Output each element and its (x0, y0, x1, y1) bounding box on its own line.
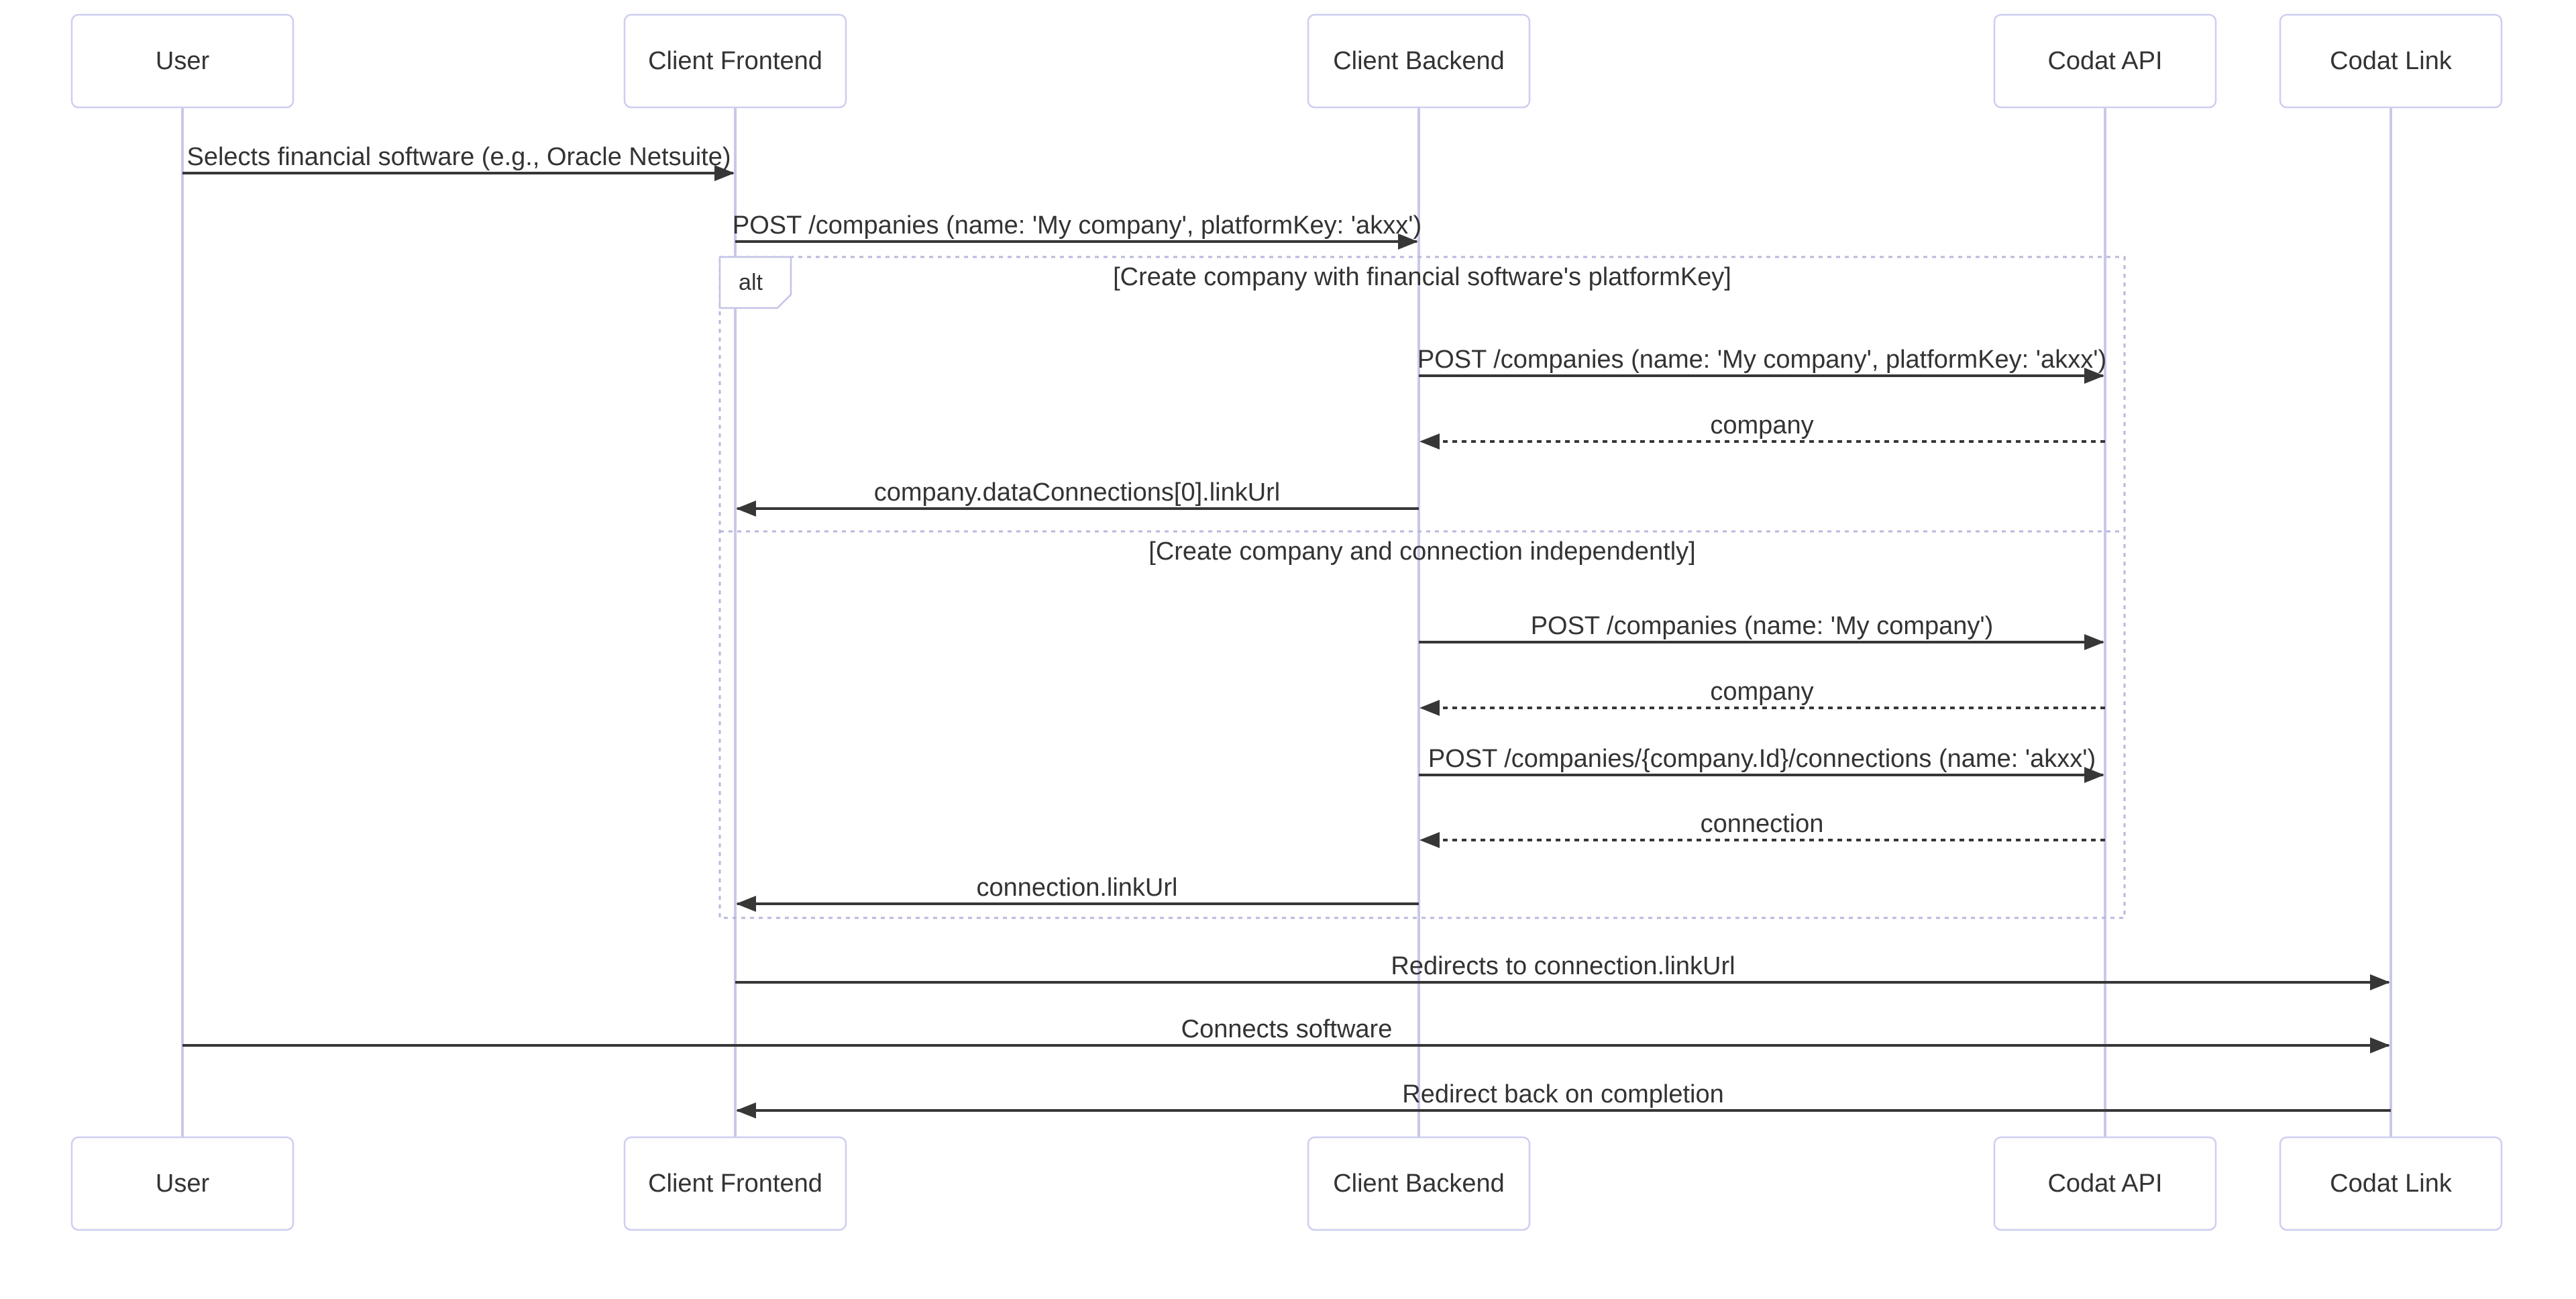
participant-client-backend-top-label: Client Backend (1333, 47, 1505, 75)
participant-client-frontend-bottom-box (623, 1136, 847, 1231)
message-10-label: connection.linkUrl (977, 874, 1178, 902)
message-6-label: POST /companies (name: 'My company') (1531, 612, 1994, 640)
participant-codat-api-bottom-box (1993, 1136, 2217, 1231)
message-11-label: Redirects to connection.linkUrl (1391, 952, 1735, 980)
message-5-label: company.dataConnections[0].linkUrl (874, 478, 1281, 507)
participant-user-bottom-box (70, 1136, 294, 1231)
alt-condition-2: [Create company and connection independe… (1148, 537, 1695, 566)
participant-codat-link-top-box (2279, 13, 2503, 109)
participant-codat-api-top-box (1993, 13, 2217, 109)
message-7-label: company (1710, 678, 1813, 706)
alt-label: alt (739, 270, 763, 295)
message-1-label: Selects financial software (e.g., Oracle… (186, 143, 731, 171)
message-9-label: connection (1701, 810, 1824, 838)
participant-client-backend-bottom-label: Client Backend (1333, 1170, 1505, 1198)
alt-frame (718, 256, 2126, 919)
message-4-label: company (1710, 411, 1813, 439)
participant-codat-link-bottom-box (2279, 1136, 2503, 1231)
participant-codat-api-bottom-label: Codat API (2047, 1170, 2162, 1198)
participant-user-top-label: User (156, 47, 210, 75)
participant-user-top-box (70, 13, 294, 109)
message-13-label: Redirect back on completion (1402, 1080, 1723, 1108)
participant-client-frontend-top-box (623, 13, 847, 109)
message-8-label: POST /companies/{company.Id}/connections… (1428, 745, 2096, 773)
participant-codat-link-bottom-label: Codat Link (2330, 1170, 2453, 1198)
participant-client-backend-top-box (1307, 13, 1531, 109)
participant-client-frontend-bottom-label: Client Frontend (648, 1170, 822, 1198)
participant-codat-link-top-label: Codat Link (2330, 47, 2453, 75)
participant-client-backend-bottom-box (1307, 1136, 1531, 1231)
message-12-label: Connects software (1181, 1015, 1393, 1043)
participant-client-frontend-top-label: Client Frontend (648, 47, 822, 75)
message-2-label: POST /companies (name: 'My company', pla… (733, 211, 1421, 240)
alt-condition-1: [Create company with financial software'… (1113, 263, 1731, 291)
alt-label-box (718, 256, 792, 309)
participant-user-bottom-label: User (156, 1170, 210, 1198)
participant-codat-api-top-label: Codat API (2047, 47, 2162, 75)
message-3-label: POST /companies (name: 'My company', pla… (1417, 346, 2106, 374)
